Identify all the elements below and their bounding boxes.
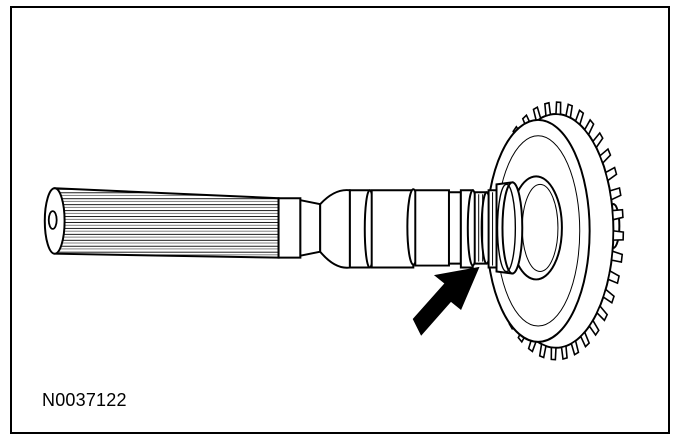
gear-tooth [538,342,547,359]
gear-tooth [591,131,604,149]
gear-tooth [583,118,595,137]
shaft-gear-illustration [43,101,625,361]
gear-tooth [574,109,585,126]
gear-tooth [588,318,600,337]
gear-tooth [532,105,542,123]
gear-tooth [609,186,622,201]
gear-tooth [612,230,625,241]
gear-tooth [602,287,615,305]
gear-tooth [611,208,624,221]
gear-tooth [550,346,557,361]
gear-tooth [555,101,562,116]
gear-tooth [570,339,580,356]
gear-tooth [544,101,552,117]
gear-tooth [610,250,624,263]
gear-tooth [599,147,612,165]
gear-tooth [579,330,591,348]
gear-tooth [604,166,618,182]
gear-tooth [560,344,568,360]
gear-tooth [565,103,574,119]
pointer-arrow [412,266,480,336]
illustration-frame: N0037122 [10,6,670,434]
gear [485,101,625,361]
shaft [43,181,524,275]
gear-tooth [607,269,620,285]
gear-tooth [596,304,609,322]
figure-code-label: N0037122 [42,390,127,410]
